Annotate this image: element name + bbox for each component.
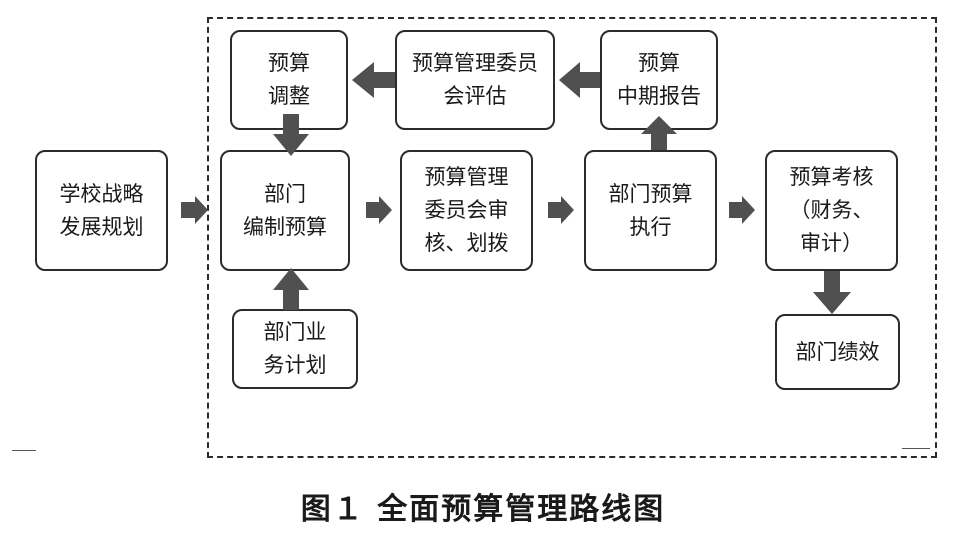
node-performance-line1: 部门绩效 [795,339,880,364]
node-dept-execute: 部门预算执行 [584,150,717,271]
node-committee-review-line1: 预算管理 [424,165,509,189]
node-midterm-report-line2: 中期报告 [617,84,701,108]
node-adjust-line2: 调整 [268,84,310,108]
scan-mark-right [902,448,930,449]
node-committee-review: 预算管理委员会审核、划拨 [400,150,533,271]
node-dept-compile: 部门编制预算 [220,150,350,271]
arrow-execute-to-midterm [641,116,677,150]
node-adjust-line1: 预算 [268,51,310,75]
arrow-execute-to-assessment [729,196,755,224]
node-strategy-line1: 学校战略 [59,181,144,206]
node-dept-execute-line2: 执行 [629,214,672,239]
node-business-plan: 部门业务计划 [232,309,358,389]
node-business-plan-line2: 务计划 [263,353,327,377]
node-performance: 部门绩效 [775,314,900,390]
budget-scope-dashed-frame [207,17,937,458]
node-business-plan-line1: 部门业 [263,320,327,344]
node-committee-review-line2: 委员会审 [424,198,509,222]
arrow-eval-to-adjust [352,62,395,98]
node-assessment: 预算考核 （财务、审计） [765,150,898,271]
figure-caption: 图１ 全面预算管理路线图 [300,492,666,527]
node-dept-execute-line1: 部门预算 [608,181,693,206]
node-assessment-line3: 审计） [800,231,863,255]
node-assessment-line2: （财务、 [789,198,874,222]
arrow-adjust-to-compile [273,114,309,156]
node-committee-eval-line2: 会评估 [443,84,507,108]
node-committee-eval: 预算管理委员会评估 [395,30,555,130]
node-adjust: 预算调整 [230,30,348,130]
node-strategy: 学校战略发展规划 [35,150,168,271]
arrow-strategy-to-compile [181,196,208,224]
arrow-review-to-execute [548,196,574,224]
arrow-plan-to-compile [273,268,309,310]
node-midterm-report: 预算中期报告 [600,30,718,130]
node-dept-compile-line1: 部门 [264,181,306,206]
node-dept-compile-line2: 编制预算 [243,214,327,239]
node-assessment-line1: 预算考核 [789,165,874,189]
scan-mark-left [12,450,36,451]
node-strategy-line2: 发展规划 [59,214,144,239]
arrow-compile-to-review [366,196,392,224]
node-midterm-report-line1: 预算 [638,51,680,75]
arrow-assessment-to-performance [813,271,851,314]
node-committee-review-line3: 核、划拨 [424,231,509,255]
arrow-midterm-to-eval [559,62,600,98]
node-committee-eval-line1: 预算管理委员 [412,51,538,75]
